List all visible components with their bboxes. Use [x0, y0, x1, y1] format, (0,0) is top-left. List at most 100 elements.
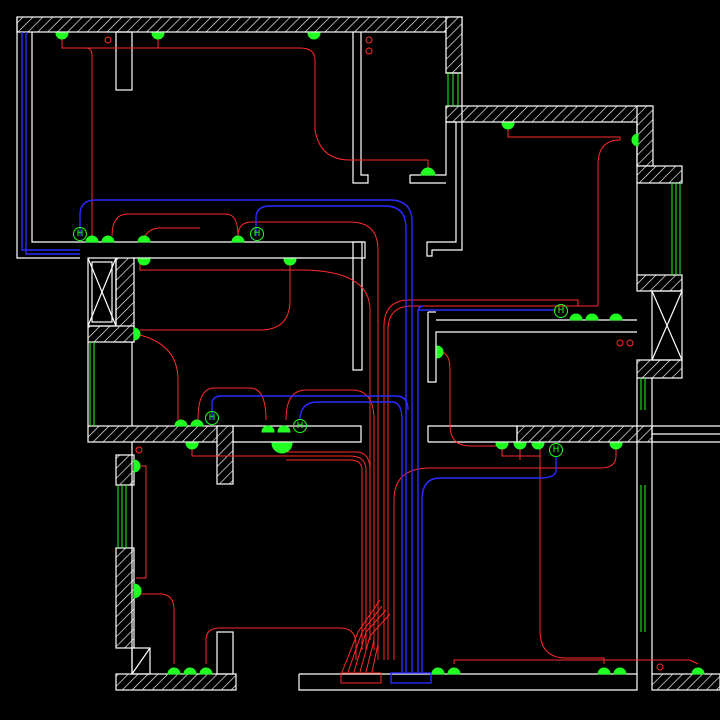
outlet-fixture — [613, 667, 627, 675]
outlet-fixture — [261, 425, 275, 433]
junction-h: H — [250, 227, 264, 241]
outlet-fixture — [569, 313, 583, 321]
switch-marker — [365, 36, 373, 44]
duct-shaft-x2 — [87, 257, 117, 327]
outlet-fixture — [151, 32, 165, 40]
switch-marker — [626, 339, 634, 347]
distribution-panel-power — [340, 672, 382, 684]
outlet-fixture — [631, 133, 639, 147]
corridor-pillar — [352, 241, 363, 371]
window-top-right — [447, 73, 459, 106]
wall-lower-left-vertical-a — [115, 454, 135, 486]
wall-right-room-right-lower — [636, 165, 683, 184]
wall-mid-left — [87, 425, 234, 443]
outlet-fixture — [597, 667, 611, 675]
outlet-fixture — [307, 32, 321, 40]
switch-marker — [365, 47, 373, 55]
wall-right-room-top — [445, 105, 653, 123]
wall-mid-right — [516, 425, 653, 443]
outlet-fixture — [495, 442, 509, 450]
junction-label: H — [254, 229, 261, 239]
partition-kitchen-b — [410, 72, 463, 257]
wall-right-room-right — [636, 105, 654, 167]
outlet-fixture — [231, 235, 245, 243]
outlet-fixture — [501, 122, 515, 130]
outlet-fixture — [283, 258, 297, 266]
switch-marker — [656, 663, 664, 671]
outlet-fixture — [271, 442, 293, 454]
junction-label: H — [558, 306, 565, 316]
lower-left-box-diag — [131, 647, 151, 675]
lower-left-box — [131, 647, 151, 675]
wall-right-mid-block-b — [636, 359, 683, 379]
outlet-fixture — [513, 442, 527, 450]
outlet-fixture — [85, 235, 99, 243]
wall-right-mid-block — [636, 274, 683, 292]
outlet-fixture — [609, 313, 623, 321]
wall-outline-left-inner — [31, 32, 80, 243]
junction-h: H — [549, 443, 563, 457]
mid-wall-segment — [233, 425, 362, 443]
wall-bottom-left — [115, 673, 237, 691]
window-left-mid — [89, 342, 95, 426]
outlet-fixture — [55, 32, 69, 40]
wall-left-mid — [87, 325, 135, 343]
bottom-floor-line — [298, 673, 638, 691]
junction-label: H — [553, 445, 560, 455]
mid-wall-right-segment — [427, 425, 518, 443]
window-lower-left — [117, 485, 127, 548]
junction-label: H — [209, 413, 216, 423]
partition-stub-1 — [115, 31, 133, 91]
outlet-fixture — [199, 667, 213, 675]
outlet-fixture — [447, 667, 461, 675]
outlet-fixture — [531, 442, 545, 450]
interior-walls — [16, 17, 720, 691]
outlet-fixture — [185, 442, 199, 450]
right-room-wall — [427, 312, 637, 383]
switch-markers — [104, 36, 664, 671]
outlet-fixture — [431, 667, 445, 675]
partition-kitchen — [352, 32, 369, 184]
duct-shaft-inner — [91, 261, 113, 323]
outlet-fixture — [420, 167, 436, 176]
window-right-upper — [671, 183, 681, 275]
walls — [16, 16, 720, 691]
outlet-fixture — [277, 425, 291, 433]
junction-h: H — [554, 304, 568, 318]
switch-marker — [135, 446, 143, 454]
wall-outline-left — [16, 17, 80, 259]
lower-left-stub — [216, 631, 234, 675]
outlet-fixture — [133, 583, 142, 599]
fixtures — [55, 32, 705, 675]
distribution-panel-signal — [390, 672, 432, 684]
wall-top-left — [16, 16, 463, 33]
outlet-fixture — [137, 235, 151, 243]
junction-h: H — [293, 419, 307, 433]
junction-h: H — [205, 411, 219, 425]
outlet-fixture — [436, 345, 444, 359]
wall-lower-left-vertical-b — [115, 547, 135, 649]
outlet-fixture — [167, 667, 181, 675]
switch-marker — [104, 36, 112, 44]
outlet-fixture — [609, 442, 623, 450]
window-right-lower — [640, 378, 646, 632]
wall-bottom-right — [651, 673, 720, 691]
junction-symbols: H H H H H H — [73, 227, 568, 457]
windows — [89, 73, 681, 632]
outlet-fixture — [183, 667, 197, 675]
wiring-signal — [21, 32, 557, 684]
junction-label: H — [297, 421, 304, 431]
outlet-fixture — [101, 235, 115, 243]
outlet-fixture — [585, 313, 599, 321]
outlet-fixture — [133, 327, 141, 341]
junction-label: H — [77, 229, 84, 239]
counter-line — [409, 175, 446, 184]
junction-h: H — [73, 227, 87, 241]
outlet-fixture — [691, 667, 705, 675]
wiring-power — [61, 35, 699, 684]
corridor-top — [80, 241, 366, 259]
duct-shaft-right-x2 — [651, 290, 683, 361]
duct-shaft-left — [87, 257, 117, 327]
outlet-fixture — [174, 419, 188, 427]
